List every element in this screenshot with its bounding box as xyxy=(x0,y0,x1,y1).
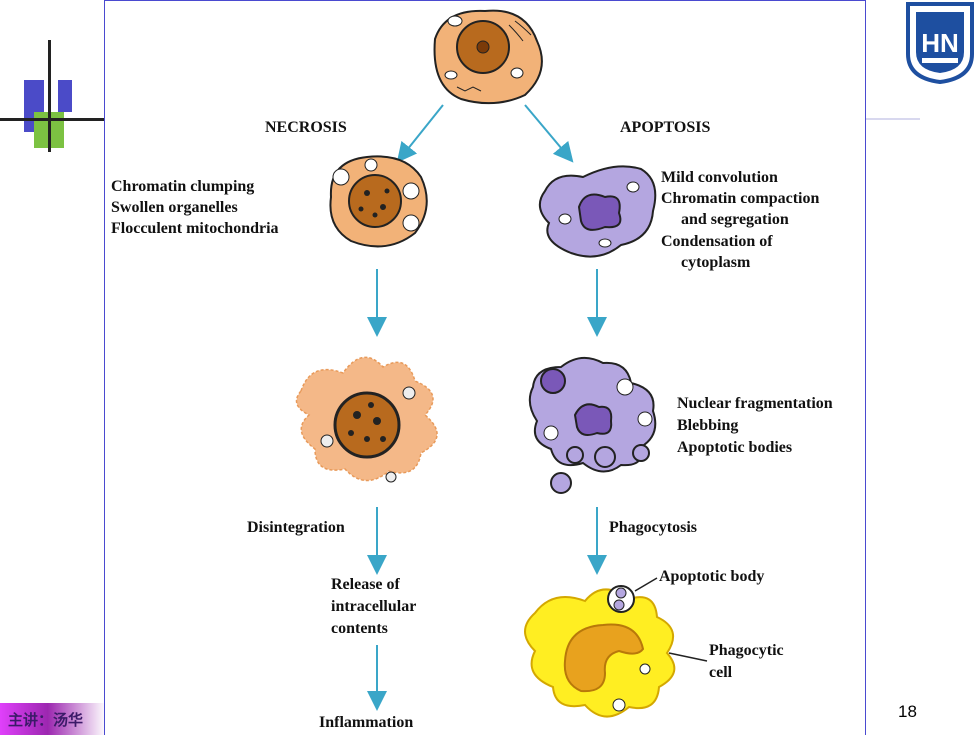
disintegration-label: Disintegration xyxy=(247,519,345,536)
apoptotic-body-pointer xyxy=(634,577,658,592)
logo-text: HN xyxy=(921,28,959,58)
phagocytic-cell xyxy=(524,585,676,718)
apoptosis-heading: APOPTOSIS xyxy=(620,119,711,136)
phagocytic-cell-pointer xyxy=(668,652,708,662)
diagram-frame: NECROSIS APOPTOSIS Chromatin clumping Sw… xyxy=(104,0,866,735)
decor-horizontal-line xyxy=(0,118,104,121)
apoptosis-features: Mild convolution Chromatin compaction an… xyxy=(661,169,823,271)
arrow-to-apoptosis xyxy=(524,104,574,163)
release-label: Release of intracellular contents xyxy=(331,576,420,637)
decor-purple-square-2 xyxy=(58,80,72,112)
necrosis-apoptosis-diagram: NECROSIS APOPTOSIS Chromatin clumping Sw… xyxy=(111,9,837,731)
apoptotic-body-label: Apoptotic body xyxy=(659,568,764,585)
inflammation-label: Inflammation xyxy=(319,714,413,731)
necrosis-heading: NECROSIS xyxy=(265,119,347,136)
necrosis-features: Chromatin clumping Swollen organelles Fl… xyxy=(111,178,279,237)
lecturer-label: 主讲：汤华 xyxy=(8,711,84,729)
decor-right-line xyxy=(866,118,920,120)
university-logo: HN xyxy=(906,2,974,84)
phagocytosis-label: Phagocytosis xyxy=(609,519,697,536)
page-number: 18 xyxy=(898,702,917,721)
necrosis-disintegrating-cell xyxy=(295,356,438,483)
arrow-to-necrosis xyxy=(396,104,444,163)
phagocytic-cell-label: Phagocytic cell xyxy=(709,642,788,681)
footer-bar xyxy=(0,703,106,735)
apoptosis-stage2-features: Nuclear fragmentation Blebbing Apoptotic… xyxy=(677,395,837,456)
apoptosis-blebbing-cell xyxy=(528,356,657,494)
necrosis-swollen-cell xyxy=(329,155,428,248)
decor-vertical-line xyxy=(48,40,51,152)
normal-cell xyxy=(433,9,543,105)
apoptosis-condensed-cell xyxy=(538,165,657,258)
